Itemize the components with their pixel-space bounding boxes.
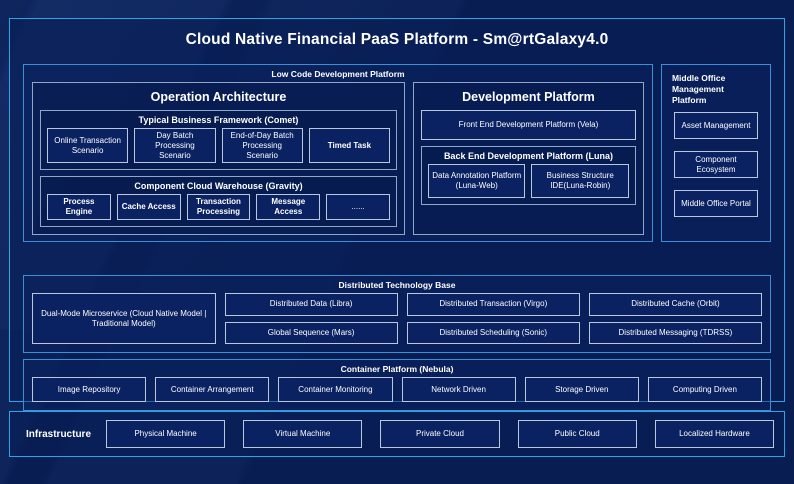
item-global-sequence[interactable]: Global Sequence (Mars) (224, 321, 398, 344)
item-end-of-day-batch-processing-scenario[interactable]: End-of-Day Batch Processing Scenario (221, 128, 303, 164)
typical-business-framework-items: Online Transaction Scenario Day Batch Pr… (41, 128, 396, 169)
panel-low-code-development-platform: Low Code Development Platform Operation … (23, 64, 653, 242)
middle-office-items: Asset Management Component Ecosystem Mid… (662, 112, 770, 241)
item-computing-driven[interactable]: Computing Driven (647, 377, 763, 402)
item-network-driven[interactable]: Network Driven (401, 377, 516, 402)
item-timed-task[interactable]: Timed Task (308, 128, 390, 164)
operation-architecture-title: Operation Architecture (150, 90, 287, 104)
group-typical-business-framework: Typical Business Framework (Comet) Onlin… (40, 110, 397, 171)
item-container-monitoring[interactable]: Container Monitoring (278, 377, 393, 402)
platform-main-frame: Cloud Native Financial PaaS Platform - S… (9, 18, 785, 411)
container-platform-items: Image Repository Container Arrangement C… (24, 377, 770, 410)
panel-development-platform: Development Platform Front End Developme… (412, 82, 644, 235)
item-middle-office-portal[interactable]: Middle Office Portal (673, 190, 758, 218)
item-distributed-data[interactable]: Distributed Data (Libra) (224, 293, 398, 316)
item-distributed-cache[interactable]: Distributed Cache (Orbit) (588, 293, 763, 316)
item-asset-management[interactable]: Asset Management (673, 112, 758, 140)
item-component-ecosystem[interactable]: Component Ecosystem (673, 151, 758, 179)
item-message-access[interactable]: Message Access (256, 194, 321, 220)
low-code-body: Operation Architecture Typical Business … (24, 82, 652, 243)
panel-middle-office-management: Middle Office Management Platform Asset … (660, 64, 771, 242)
group-back-end-development-platform: Back End Development Platform (Luna) Dat… (420, 146, 636, 205)
low-code-title: Low Code Development Platform (271, 69, 405, 79)
item-container-arrangement[interactable]: Container Arrangement (155, 377, 270, 402)
typical-business-framework-title: Typical Business Framework (Comet) (138, 115, 299, 125)
panel-container-platform: Container Platform (Nebula) Image Reposi… (23, 359, 771, 411)
dtb-column-2: Distributed Transaction (Virgo) Distribu… (406, 293, 580, 344)
top-row: Low Code Development Platform Operation … (23, 64, 771, 242)
container-platform-title: Container Platform (Nebula) (340, 364, 454, 374)
item-process-engine[interactable]: Process Engine (47, 194, 111, 220)
item-private-cloud[interactable]: Private Cloud (380, 420, 500, 448)
item-distributed-messaging[interactable]: Distributed Messaging (TDRSS) (588, 321, 763, 344)
operation-architecture-groups: Typical Business Framework (Comet) Onlin… (33, 110, 404, 234)
middle-office-title: Middle Office Management Platform (671, 73, 726, 106)
group-component-cloud-warehouse: Component Cloud Warehouse (Gravity) Proc… (40, 176, 397, 227)
development-platform-groups: Front End Development Platform (Vela) Ba… (414, 110, 643, 234)
page-title: Cloud Native Financial PaaS Platform - S… (185, 31, 609, 48)
back-end-items: Data Annotation Platform (Luna-Web) Busi… (422, 164, 635, 204)
item-dual-mode-microservice[interactable]: Dual-Mode Microservice (Cloud Native Mod… (32, 293, 216, 344)
item-storage-driven[interactable]: Storage Driven (524, 377, 639, 402)
dtb-column-3: Distributed Cache (Orbit) Distributed Me… (588, 293, 763, 344)
infrastructure-label: Infrastructure (26, 428, 92, 440)
panel-infrastructure: Infrastructure Physical Machine Virtual … (9, 411, 785, 457)
panel-distributed-technology-base: Distributed Technology Base Dual-Mode Mi… (23, 275, 771, 353)
item-transaction-processing[interactable]: Transaction Processing (186, 194, 251, 220)
dtb-column-1: Distributed Data (Libra) Global Sequence… (224, 293, 398, 344)
item-online-transaction-scenario[interactable]: Online Transaction Scenario (47, 128, 129, 164)
distributed-technology-base-body: Dual-Mode Microservice (Cloud Native Mod… (24, 293, 770, 352)
distributed-technology-base-title: Distributed Technology Base (338, 280, 456, 290)
component-cloud-warehouse-title: Component Cloud Warehouse (Gravity) (134, 181, 303, 192)
item-cache-access[interactable]: Cache Access (116, 194, 181, 220)
item-distributed-scheduling[interactable]: Distributed Scheduling (Sonic) (406, 321, 580, 344)
item-virtual-machine[interactable]: Virtual Machine (243, 420, 363, 448)
item-data-annotation-platform[interactable]: Data Annotation Platform (Luna-Web) (427, 164, 526, 198)
panel-operation-architecture: Operation Architecture Typical Business … (32, 82, 405, 235)
item-day-batch-processing-scenario[interactable]: Day Batch Processing Scenario (134, 128, 216, 164)
infrastructure-items: Physical Machine Virtual Machine Private… (106, 420, 775, 448)
component-cloud-warehouse-items: Process Engine Cache Access Transaction … (41, 194, 396, 226)
back-end-development-platform-title: Back End Development Platform (Luna) (443, 151, 613, 161)
item-physical-machine[interactable]: Physical Machine (106, 420, 226, 448)
item-image-repository[interactable]: Image Repository (32, 377, 147, 402)
development-platform-title: Development Platform (462, 90, 595, 104)
item-localized-hardware[interactable]: Localized Hardware (654, 420, 775, 448)
item-front-end-development-platform[interactable]: Front End Development Platform (Vela) (420, 110, 636, 140)
item-more-ellipsis[interactable]: ...... (326, 194, 390, 220)
item-distributed-transaction[interactable]: Distributed Transaction (Virgo) (406, 293, 580, 316)
item-business-structure-ide[interactable]: Business Structure IDE(Luna-Robin) (531, 164, 629, 198)
item-public-cloud[interactable]: Public Cloud (517, 420, 637, 448)
dtb-column-wide: Dual-Mode Microservice (Cloud Native Mod… (32, 293, 216, 344)
